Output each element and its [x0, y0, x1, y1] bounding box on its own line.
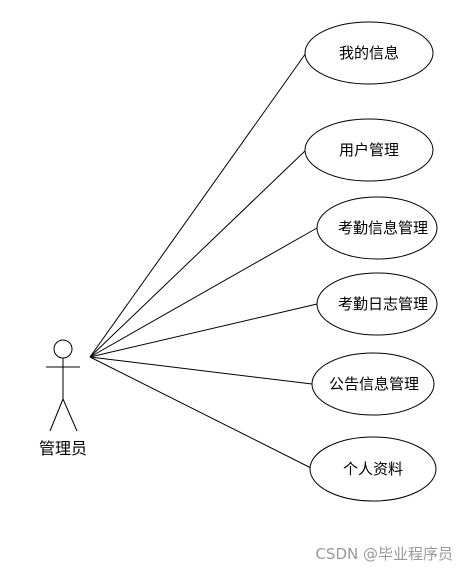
use-case-label: 考勤日志管理 [338, 295, 428, 313]
use-case-label: 用户管理 [339, 141, 399, 159]
use-case-ellipse [316, 272, 438, 336]
use-case-my-info: 我的信息 [304, 21, 434, 85]
actor-left-leg [49, 398, 64, 432]
association-line-user-management [89, 149, 307, 358]
actor-figure [46, 339, 80, 432]
use-case-ellipse [316, 196, 438, 260]
use-case-ellipse [304, 21, 434, 85]
watermark-text: CSDN @毕业程序员 [315, 545, 453, 563]
association-line-profile [89, 356, 314, 470]
use-case-ellipse [311, 352, 435, 416]
association-line-attendance-log [89, 303, 318, 358]
actor-label: 管理员 [39, 439, 87, 458]
associations [89, 52, 318, 470]
use-case-user-management: 用户管理 [304, 118, 434, 182]
association-line-announcement [89, 356, 313, 385]
use-case-label: 我的信息 [339, 44, 399, 62]
use-case-personal-profile: 个人资料 [309, 436, 437, 502]
association-line-attendance-info [89, 227, 318, 358]
use-case-label: 公告信息管理 [329, 375, 419, 393]
use-case-label: 考勤信息管理 [338, 219, 428, 237]
association-line-my-info [89, 52, 307, 358]
use-case-announcement-management: 公告信息管理 [311, 352, 435, 416]
use-case-label: 个人资料 [343, 460, 403, 478]
use-case-attendance-info-management: 考勤信息管理 [316, 196, 438, 260]
use-case-attendance-log-management: 考勤日志管理 [316, 272, 438, 336]
actor-head [53, 339, 73, 359]
use-case-ellipse [304, 118, 434, 182]
use-case-ellipse [309, 436, 437, 502]
actor-right-leg [62, 398, 78, 432]
